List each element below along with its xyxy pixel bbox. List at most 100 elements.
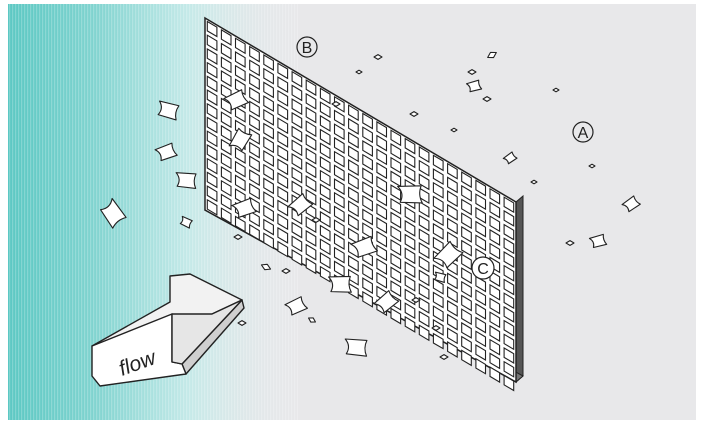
mesh-hole <box>220 28 232 46</box>
mesh-hole <box>432 168 444 186</box>
mesh-hole <box>348 186 359 204</box>
mesh-hole <box>461 171 472 189</box>
mesh-hole <box>447 203 458 221</box>
mesh-hole <box>432 209 444 227</box>
mesh-hole <box>305 147 317 165</box>
debris-particle <box>175 172 197 189</box>
mesh-hole <box>220 42 232 60</box>
mesh-hole <box>376 189 388 207</box>
mesh-hole <box>305 229 317 247</box>
mesh-hole <box>489 242 501 260</box>
mesh-hole <box>489 201 501 219</box>
debris-particle <box>344 338 368 357</box>
mesh-hole <box>249 100 260 118</box>
mesh-hole <box>249 182 260 200</box>
mesh-hole <box>362 194 373 212</box>
mesh-hole <box>319 142 331 160</box>
mesh-hole <box>206 144 218 161</box>
debris-particle <box>434 271 447 283</box>
debris-particle <box>530 179 538 185</box>
mesh-hole <box>404 302 416 320</box>
mesh-hole <box>447 299 458 317</box>
debris-particle <box>157 100 180 121</box>
mesh-hole <box>291 221 303 239</box>
mesh-hole <box>206 48 218 65</box>
mesh-hole <box>263 108 274 126</box>
debris-particle <box>482 96 492 102</box>
mesh-hole <box>461 280 472 298</box>
mesh-hole <box>475 302 487 320</box>
debris-particle <box>311 217 321 223</box>
mesh-hole <box>475 330 487 348</box>
mesh-hole <box>432 332 444 350</box>
debris-particle <box>552 87 560 93</box>
debris-particle <box>284 296 308 316</box>
mesh-hole <box>432 291 444 309</box>
mesh-hole <box>291 139 303 157</box>
mesh-hole <box>390 266 402 284</box>
mesh-hole <box>263 95 274 113</box>
mesh-hole <box>249 210 260 228</box>
debris-particle <box>154 142 178 162</box>
mesh-hole <box>418 283 430 301</box>
mesh-hole <box>234 174 246 192</box>
label-a-text: A <box>578 125 589 142</box>
mesh-hole <box>277 185 289 203</box>
mesh-hole <box>362 153 373 171</box>
mesh-hole <box>362 290 373 308</box>
mesh-hole <box>461 253 472 271</box>
mesh-hole <box>376 230 388 248</box>
mesh-hole <box>461 225 472 243</box>
mesh-hole <box>249 223 260 241</box>
mesh-hole <box>291 125 303 143</box>
mesh-hole <box>461 198 472 216</box>
mesh-hole <box>206 89 218 107</box>
mesh-hole <box>418 173 430 191</box>
mesh-hole <box>291 70 303 88</box>
mesh-hole <box>319 252 331 269</box>
mesh-hole <box>277 130 289 148</box>
mesh-hole <box>447 217 458 235</box>
mesh-hole <box>206 102 218 120</box>
mesh-hole <box>475 193 487 211</box>
label-a: A <box>572 121 594 143</box>
mesh-hole <box>447 190 458 208</box>
mesh-hole <box>432 277 444 295</box>
mesh-hole <box>475 316 487 334</box>
mesh-hole <box>489 297 501 315</box>
mesh-hole <box>220 111 232 129</box>
mesh-hole <box>220 179 232 197</box>
mesh-hole <box>362 112 373 130</box>
mesh-hole <box>333 178 345 196</box>
mesh-hole <box>475 206 487 224</box>
mesh-hole <box>489 366 501 384</box>
debris-particle <box>233 234 243 240</box>
mesh-hole <box>447 313 458 331</box>
mesh-hole <box>291 166 303 184</box>
mesh-hole <box>503 237 515 255</box>
mesh-hole <box>390 225 402 243</box>
mesh-hole <box>277 117 289 135</box>
mesh-hole <box>291 249 303 266</box>
mesh-hole <box>404 151 416 169</box>
mesh-hole <box>404 165 416 183</box>
mesh-hole <box>263 54 274 71</box>
mesh-hole <box>319 128 331 146</box>
debris-particle <box>397 185 423 204</box>
mesh-hole <box>277 62 289 80</box>
mesh-hole <box>489 283 501 301</box>
mesh-hole <box>277 240 289 258</box>
debris-particle <box>487 51 497 59</box>
mesh-holes <box>206 20 515 392</box>
mesh-hole <box>333 136 345 154</box>
mesh-hole <box>348 172 359 190</box>
debris-particle <box>287 193 314 217</box>
debris-particles <box>100 51 641 360</box>
mesh-hole <box>447 231 458 249</box>
mesh-side-face <box>515 194 524 384</box>
debris-particle <box>355 69 363 75</box>
mesh-hole <box>249 86 260 104</box>
mesh-hole <box>277 213 289 231</box>
debris-particle <box>409 111 419 117</box>
